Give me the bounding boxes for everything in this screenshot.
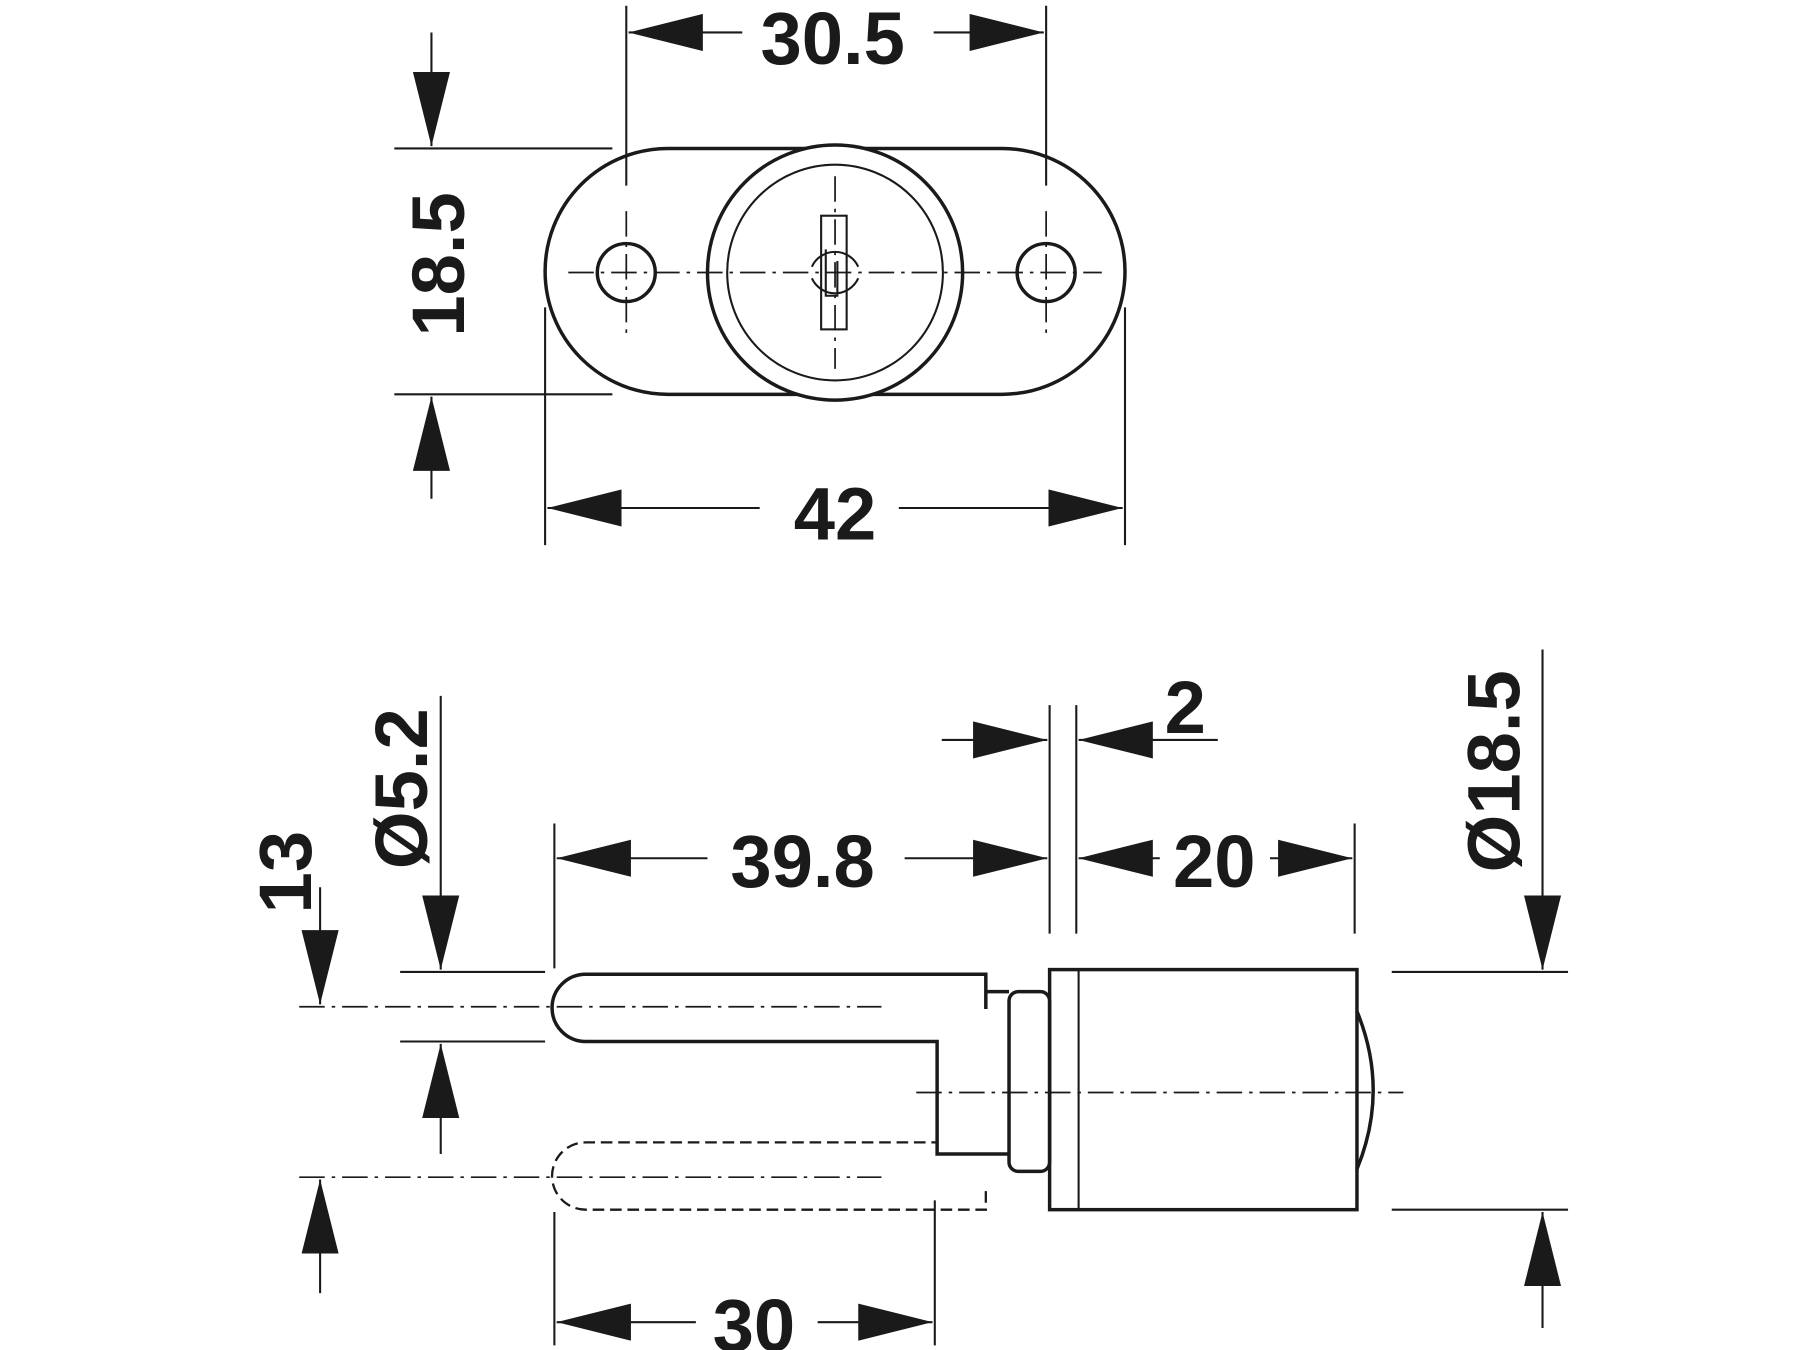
collar: [1007, 989, 1052, 1174]
side-view: 39.8 2 20 Ø18.5 13 Ø5.2 30: [244, 649, 1569, 1350]
mounting-plate: [543, 146, 1127, 397]
dim-diameter-18-5: Ø18.5: [1452, 670, 1535, 872]
dim-18-5: 18.5: [397, 192, 480, 336]
dim-diameter-5-2: Ø5.2: [360, 708, 443, 869]
dim-42: 42: [794, 472, 877, 555]
dim-20: 20: [1173, 820, 1256, 903]
key-cap: [1355, 1010, 1375, 1170]
dim-30-5: 30.5: [761, 0, 905, 80]
bolt-pin: [550, 972, 1010, 1156]
dim-30: 30: [713, 1284, 796, 1350]
dim-2: 2: [1165, 666, 1206, 749]
cylinder-inner: [726, 163, 944, 382]
dim-39-8: 39.8: [730, 820, 874, 903]
lock-body: [1047, 967, 1359, 1212]
top-view: 30.5 18.5 42: [394, 0, 1127, 555]
bolt-pin-retracted: [550, 1141, 987, 1211]
dim-13: 13: [244, 831, 327, 914]
